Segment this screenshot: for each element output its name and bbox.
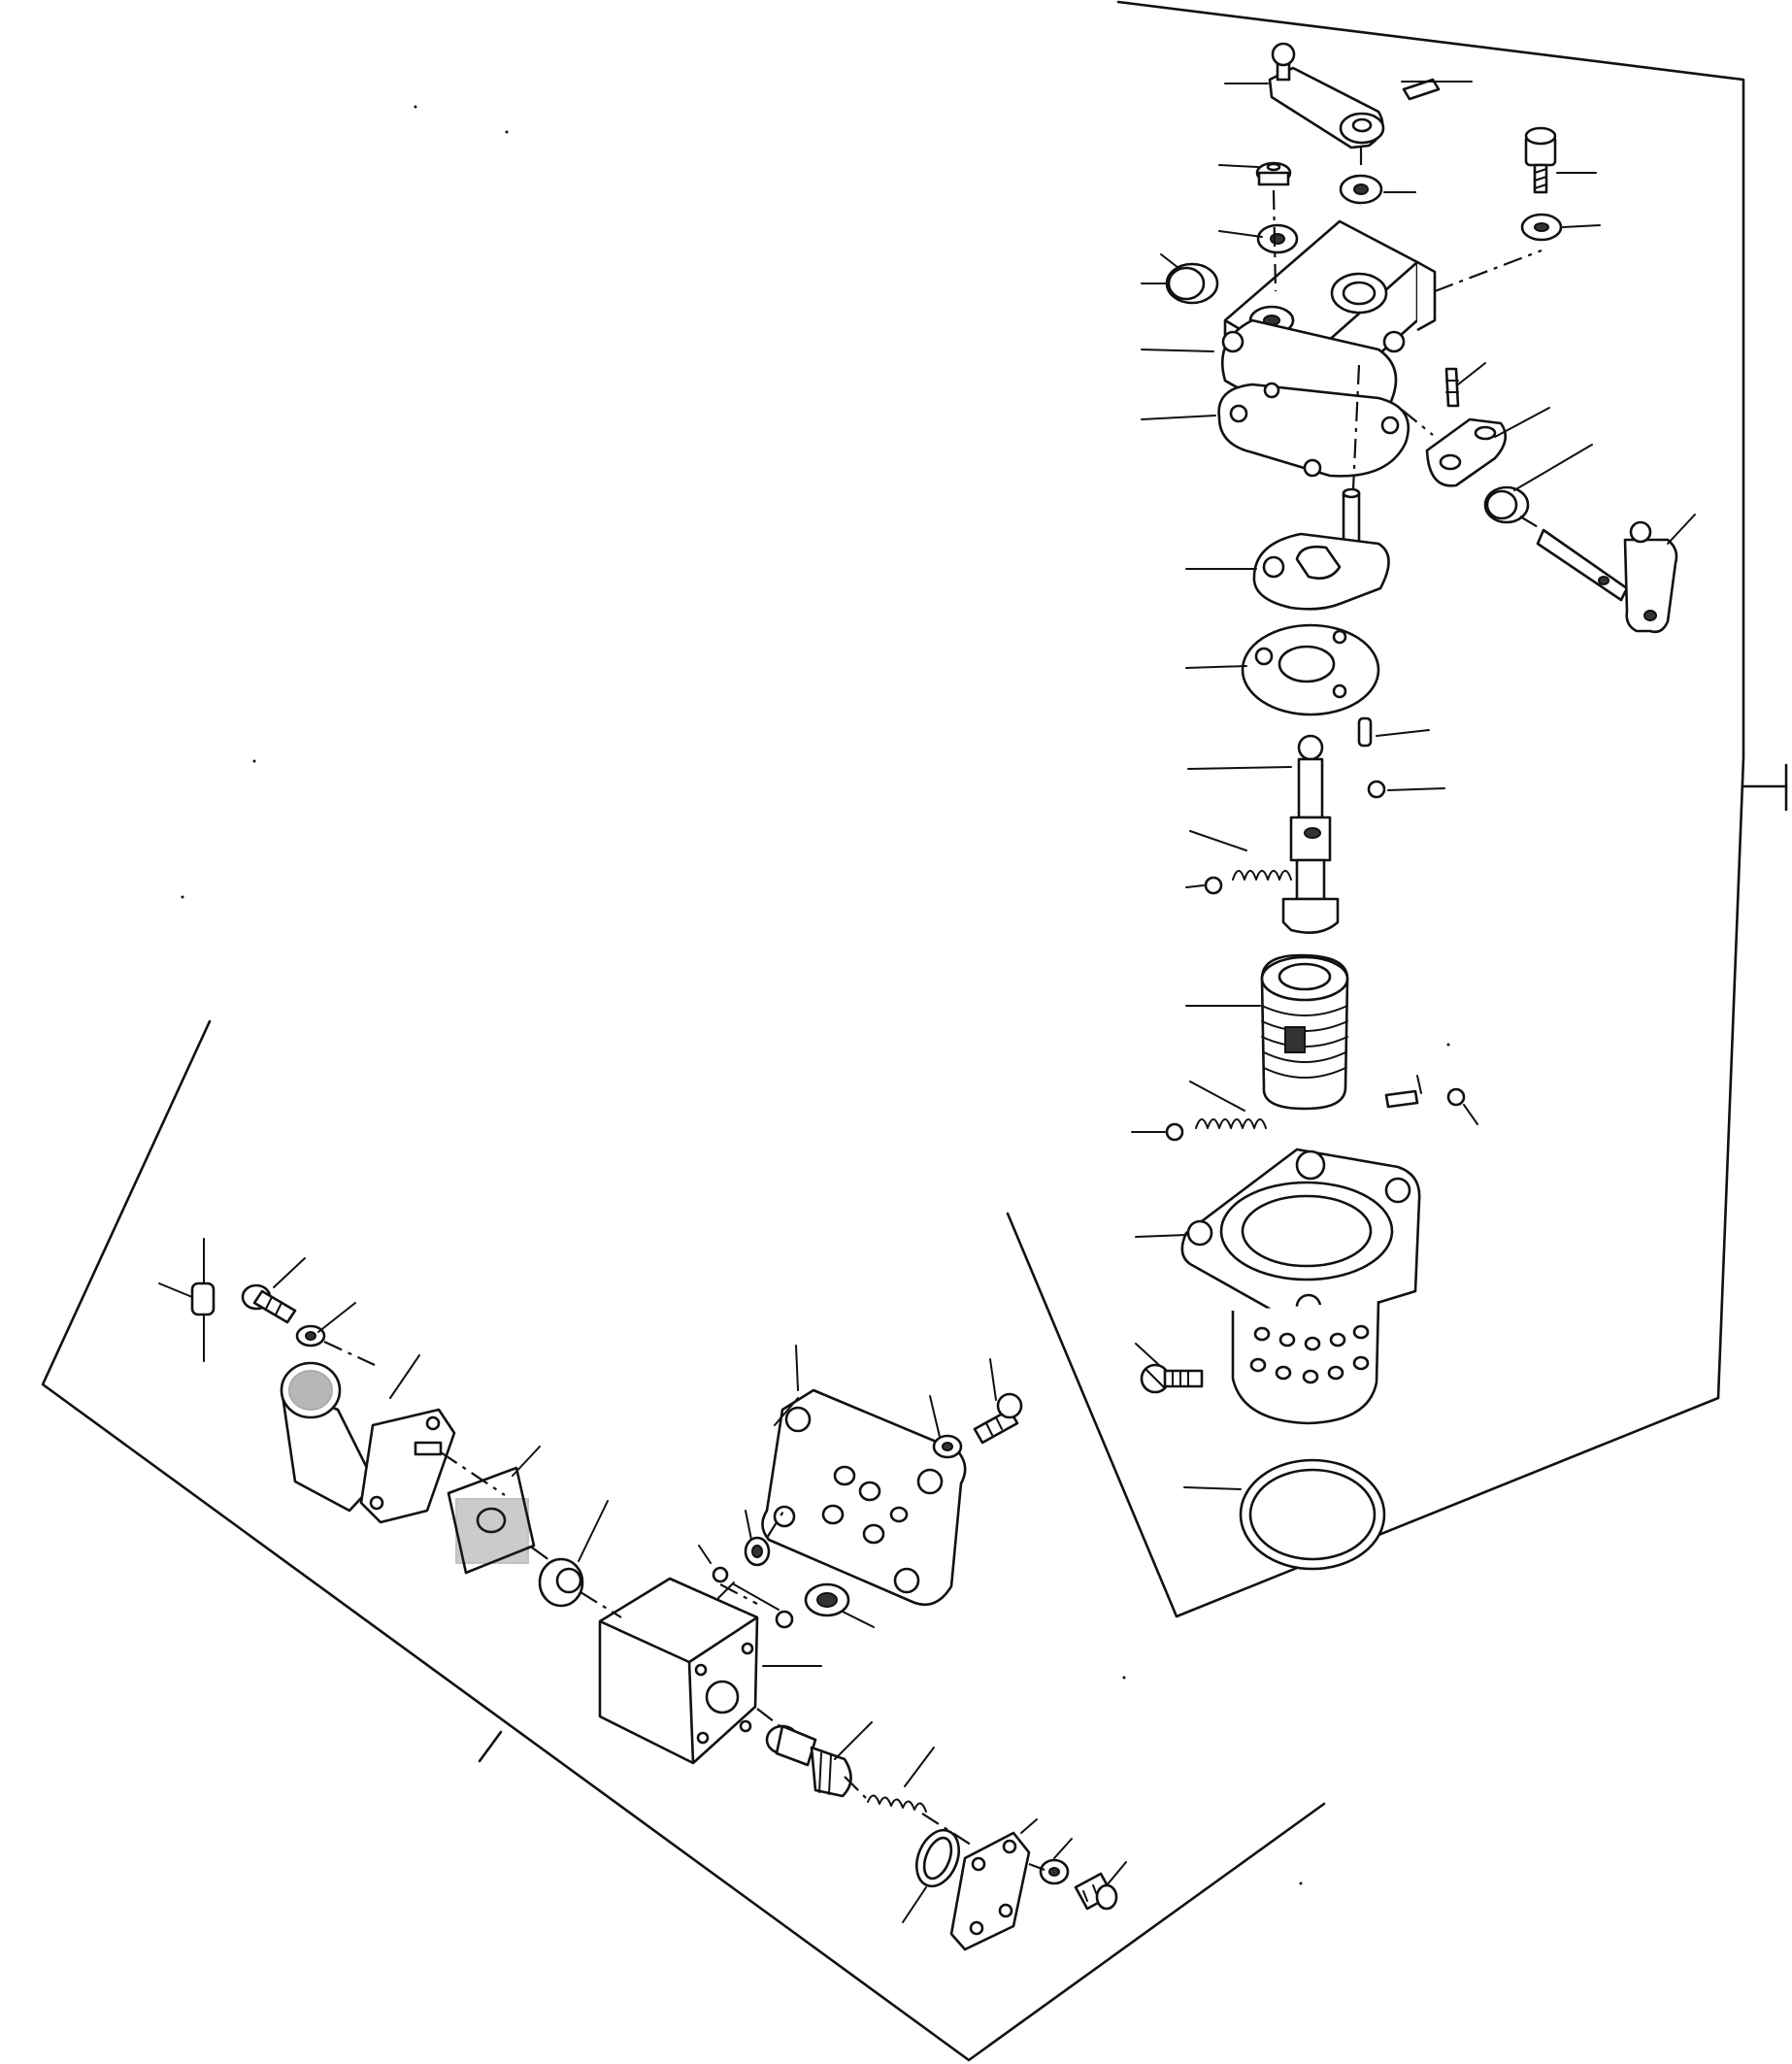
seal-ring [804, 1582, 850, 1617]
cam-plate [1252, 532, 1390, 611]
pin-far-left [158, 1238, 216, 1362]
center-lines-right [1272, 146, 1550, 535]
washer-center [1339, 174, 1383, 205]
screw-cover [932, 1392, 1023, 1459]
screw-end [1039, 1858, 1118, 1911]
spring-sleeve [1165, 1118, 1267, 1142]
o-ring-large [1239, 1458, 1386, 1571]
group-boundary-right [1006, 0, 1788, 1618]
bushing-left [1165, 262, 1219, 305]
ball-2 [775, 1610, 794, 1629]
cover-plate [761, 1388, 967, 1607]
spring-left [867, 1794, 927, 1813]
link-block [1425, 417, 1508, 487]
gasket-upper [1217, 382, 1410, 478]
shaft-lever-right [1536, 520, 1678, 634]
o-ring-small [744, 1536, 771, 1567]
lower-body [1180, 1148, 1421, 1425]
bolt-right [1524, 126, 1557, 194]
pin-top [1402, 78, 1441, 101]
pin-upper-right [1444, 367, 1460, 408]
solenoid [280, 1361, 456, 1524]
washer-left [1256, 223, 1299, 254]
pin-sleeve-right [1384, 1087, 1466, 1109]
bushing-right [1483, 485, 1530, 524]
sleeve [1260, 953, 1349, 1111]
left-assembly [158, 1238, 1127, 1951]
leader-lines-right [1131, 81, 1696, 1490]
valve-body [598, 1577, 759, 1765]
group-boundary-left [41, 1019, 1326, 2062]
plug-left [1255, 161, 1292, 186]
plunger [765, 1724, 852, 1798]
screw-body-left [1140, 1363, 1204, 1394]
right-assembly [1131, 42, 1696, 1571]
bolt-left [241, 1283, 326, 1348]
gasket-square [447, 1466, 536, 1575]
spring-small [1204, 870, 1292, 895]
lever-arm-top [1268, 42, 1385, 150]
round-plate [1241, 623, 1380, 716]
spool [1281, 734, 1386, 934]
pin-small [1357, 716, 1373, 748]
end-plate [949, 1831, 1031, 1951]
collar [538, 1557, 584, 1608]
leader-lines-left [273, 1257, 1127, 1923]
washer-right [1520, 213, 1563, 242]
o-ring-left [915, 1828, 960, 1888]
ball-1 [712, 1566, 729, 1583]
center-lines-left [323, 1341, 1045, 1872]
specks [181, 105, 1450, 1885]
